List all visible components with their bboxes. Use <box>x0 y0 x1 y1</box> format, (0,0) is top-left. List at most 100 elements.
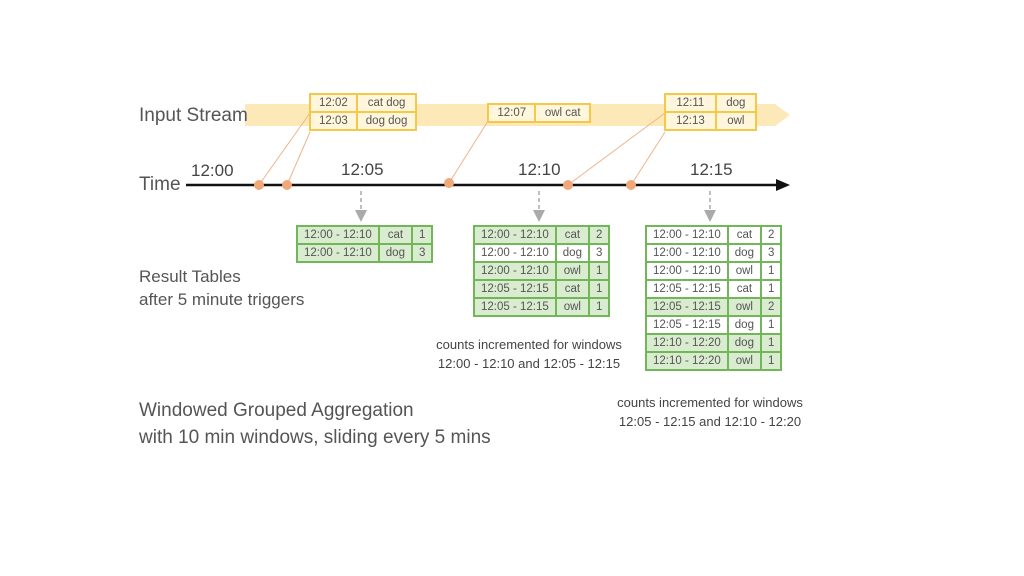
result-table-1210: 12:00 - 12:10 cat 2 12:00 - 12:10 dog 3 … <box>473 225 611 317</box>
window-cell: 12:05 - 12:15 <box>473 297 557 317</box>
result-row: 12:05 - 12:15 owl 1 <box>473 297 611 317</box>
time-tick-label: 12:10 <box>518 160 561 179</box>
count-cell: 2 <box>759 225 783 245</box>
time-axis-arrowhead <box>776 179 790 191</box>
count-cell: 1 <box>759 261 783 281</box>
event-dot <box>626 180 636 190</box>
time-tick-label: 12:15 <box>690 160 733 179</box>
result-row: 12:00 - 12:10 cat 2 <box>473 225 611 245</box>
word-cell: cat <box>377 225 413 245</box>
count-cell: 1 <box>759 315 783 335</box>
window-cell: 12:00 - 12:10 <box>296 243 380 263</box>
count-cell: 1 <box>759 351 783 371</box>
event-time: 12:13 <box>664 111 717 131</box>
result-row: 12:00 - 12:10 dog 3 <box>473 243 611 263</box>
event-row: 12:13 owl <box>664 111 758 131</box>
event-dot <box>254 180 264 190</box>
window-cell: 12:00 - 12:10 <box>296 225 380 245</box>
event-row: 12:11 dog <box>664 93 758 113</box>
window-cell: 12:00 - 12:10 <box>645 243 729 263</box>
result-row: 12:05 - 12:15 dog 1 <box>645 315 783 335</box>
result-row: 12:10 - 12:20 owl 1 <box>645 351 783 371</box>
word-cell: owl <box>726 297 762 317</box>
window-cell: 12:00 - 12:10 <box>473 243 557 263</box>
result-table-1205: 12:00 - 12:10 cat 1 12:00 - 12:10 dog 3 <box>296 225 434 263</box>
window-cell: 12:10 - 12:20 <box>645 351 729 371</box>
window-cell: 12:05 - 12:15 <box>645 315 729 335</box>
event-dots <box>254 178 636 190</box>
result-row: 12:00 - 12:10 owl 1 <box>645 261 783 281</box>
result-table-1215: 12:00 - 12:10 cat 2 12:00 - 12:10 dog 3 … <box>645 225 783 371</box>
count-cell: 3 <box>759 243 783 263</box>
event-box: 12:02 cat dog 12:03 dog dog <box>309 93 418 131</box>
window-cell: 12:05 - 12:15 <box>473 279 557 299</box>
increment-note-line2: 12:05 - 12:15 and 12:10 - 12:20 <box>618 413 802 429</box>
event-words: owl <box>714 111 758 131</box>
word-cell: cat <box>726 225 762 245</box>
result-row: 12:00 - 12:10 owl 1 <box>473 261 611 281</box>
window-cell: 12:00 - 12:10 <box>473 261 557 281</box>
window-cell: 12:10 - 12:20 <box>645 333 729 353</box>
event-time: 12:03 <box>309 111 358 131</box>
event-words: dog dog <box>355 111 418 131</box>
word-cell: owl <box>554 297 590 317</box>
count-cell: 3 <box>410 243 434 263</box>
event-dot <box>444 178 454 188</box>
event-row: 12:07 owl cat <box>486 103 591 123</box>
result-row: 12:05 - 12:15 cat 1 <box>645 279 783 299</box>
event-words: cat dog <box>355 93 418 113</box>
word-cell: dog <box>726 333 762 353</box>
result-row: 12:00 - 12:10 cat 1 <box>296 225 434 245</box>
result-row: 12:00 - 12:10 dog 3 <box>296 243 434 263</box>
word-cell: dog <box>377 243 413 263</box>
word-cell: cat <box>726 279 762 299</box>
word-cell: dog <box>726 243 762 263</box>
result-tables-label-line1: Result Tables <box>139 267 241 286</box>
count-cell: 3 <box>587 243 611 263</box>
event-box: 12:11 dog 12:13 owl <box>664 93 758 131</box>
result-row: 12:00 - 12:10 dog 3 <box>645 243 783 263</box>
event-row: 12:02 cat dog <box>309 93 418 113</box>
result-row: 12:10 - 12:20 dog 1 <box>645 333 783 353</box>
word-cell: owl <box>726 261 762 281</box>
window-cell: 12:00 - 12:10 <box>645 225 729 245</box>
event-words: owl cat <box>534 103 591 123</box>
window-cell: 12:00 - 12:10 <box>645 261 729 281</box>
result-row: 12:05 - 12:15 owl 2 <box>645 297 783 317</box>
count-cell: 1 <box>587 279 611 299</box>
word-cell: cat <box>554 225 590 245</box>
time-tick-label: 12:00 <box>191 161 234 180</box>
result-tables-label-line2: after 5 minute triggers <box>139 290 305 309</box>
time-tick-label: 12:05 <box>341 160 384 179</box>
result-row: 12:05 - 12:15 cat 1 <box>473 279 611 299</box>
count-cell: 1 <box>587 261 611 281</box>
window-cell: 12:05 - 12:15 <box>645 279 729 299</box>
count-cell: 1 <box>410 225 434 245</box>
word-cell: dog <box>554 243 590 263</box>
input-stream-label: Input Stream <box>139 105 248 126</box>
event-row: 12:03 dog dog <box>309 111 418 131</box>
word-cell: cat <box>554 279 590 299</box>
count-cell: 1 <box>587 297 611 317</box>
increment-note: counts incremented for windows 12:00 - 1… <box>419 336 639 374</box>
event-words: dog <box>714 93 758 113</box>
increment-note-line1: counts incremented for windows <box>617 395 803 410</box>
window-cell: 12:05 - 12:15 <box>645 297 729 317</box>
event-time: 12:07 <box>486 103 537 123</box>
result-row: 12:00 - 12:10 cat 2 <box>645 225 783 245</box>
event-time: 12:11 <box>664 93 717 113</box>
event-connectors <box>258 112 666 186</box>
count-cell: 1 <box>759 279 783 299</box>
window-cell: 12:00 - 12:10 <box>473 225 557 245</box>
time-label: Time <box>139 174 181 195</box>
aggregation-label-line1: Windowed Grouped Aggregation <box>139 400 414 421</box>
increment-note-line1: counts incremented for windows <box>436 337 622 352</box>
word-cell: owl <box>726 351 762 371</box>
count-cell: 2 <box>587 225 611 245</box>
count-cell: 2 <box>759 297 783 317</box>
event-dot <box>282 180 292 190</box>
increment-note-line2: 12:00 - 12:10 and 12:05 - 12:15 <box>437 355 621 371</box>
count-cell: 1 <box>759 333 783 353</box>
event-dot <box>563 180 573 190</box>
event-box: 12:07 owl cat <box>486 103 591 123</box>
